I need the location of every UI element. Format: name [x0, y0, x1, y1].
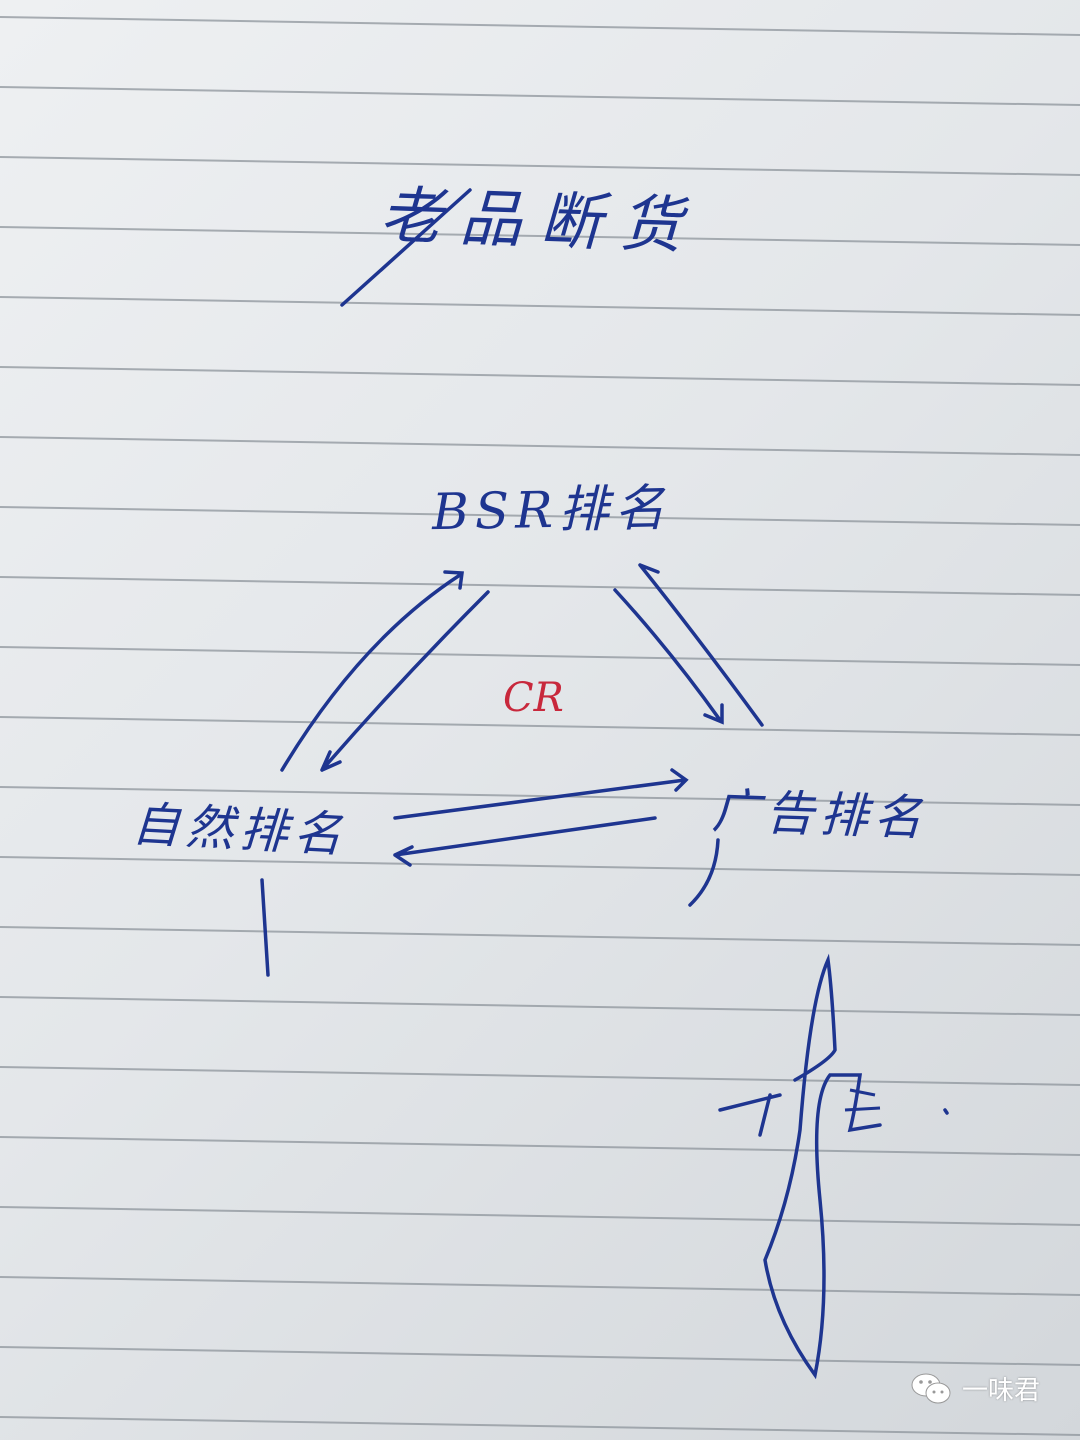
ruled-line	[0, 366, 1080, 386]
ruled-line	[0, 296, 1080, 316]
arrow-ad-to-natural	[393, 816, 657, 867]
ruled-line	[0, 436, 1080, 456]
ruled-line	[0, 856, 1080, 876]
ruled-line	[0, 1276, 1080, 1296]
page-title: 老品断货	[378, 178, 702, 263]
ruled-line	[0, 156, 1080, 176]
arrow-bsr-to-ad	[613, 588, 724, 725]
ruled-line	[0, 1206, 1080, 1226]
ruled-line	[0, 506, 1080, 526]
arrow-natural-to-ad	[393, 768, 689, 820]
ruled-line	[0, 86, 1080, 106]
node-ad-ranking: 广告排名	[710, 783, 929, 847]
ad-bracket-stroke	[688, 838, 720, 907]
wechat-icon	[911, 1373, 951, 1403]
node-natural-ranking: 自然排名	[130, 796, 350, 864]
ruled-line	[0, 226, 1080, 246]
ruled-line	[0, 1136, 1080, 1156]
watermark-text: 一味君	[962, 1376, 1041, 1406]
arrow-natural-to-bsr	[280, 570, 464, 772]
natural-tail-stroke	[260, 878, 270, 977]
ruled-line	[0, 926, 1080, 946]
arrow-ad-to-bsr	[638, 563, 764, 727]
title-underline-stroke	[340, 188, 472, 307]
node-bsr-ranking: BSR排名	[431, 478, 672, 542]
watermark: 一味君	[910, 1370, 1040, 1407]
sign-char	[844, 1088, 881, 1112]
arrow-bsr-to-natural	[320, 590, 490, 772]
ruled-line	[0, 1066, 1080, 1086]
ruled-line	[0, 646, 1080, 666]
ruled-line	[0, 1416, 1080, 1436]
ruled-line	[0, 16, 1080, 36]
ruled-line	[0, 786, 1080, 806]
ruled-line	[0, 716, 1080, 736]
ruled-line	[0, 996, 1080, 1016]
signature-stroke	[718, 953, 949, 1380]
node-cr: CR	[503, 675, 564, 721]
ruled-line	[0, 576, 1080, 596]
ruled-line	[0, 1346, 1080, 1366]
